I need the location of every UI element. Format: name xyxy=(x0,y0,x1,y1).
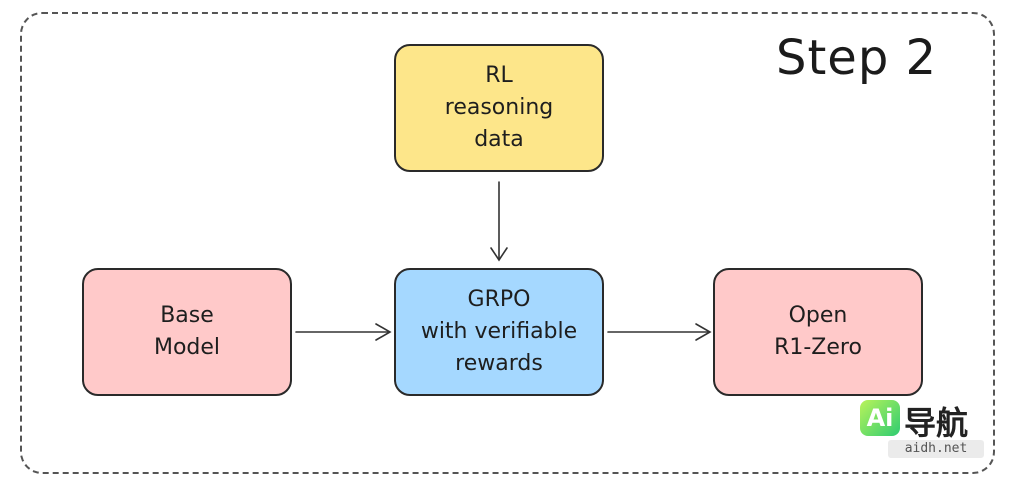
arrowhead-grpo-to-open xyxy=(695,323,712,341)
step-title: Step 2 xyxy=(776,30,938,86)
watermark-url: aidh.net xyxy=(888,440,984,458)
arrowhead-base-to-grpo xyxy=(375,323,392,341)
node-rl-reasoning-data: RL reasoning data xyxy=(394,44,604,172)
watermark: Ai 导航 aidh.net xyxy=(858,398,986,460)
node-base-model: Base Model xyxy=(82,268,292,396)
node-grpo: GRPO with verifiable rewards xyxy=(394,268,604,396)
watermark-logo: Ai xyxy=(860,400,900,436)
node-open-r1-zero: Open R1-Zero xyxy=(713,268,923,396)
dashed-frame xyxy=(20,12,995,474)
watermark-cn-text: 导航 xyxy=(904,404,969,442)
arrowhead-rl-to-grpo xyxy=(490,247,508,262)
